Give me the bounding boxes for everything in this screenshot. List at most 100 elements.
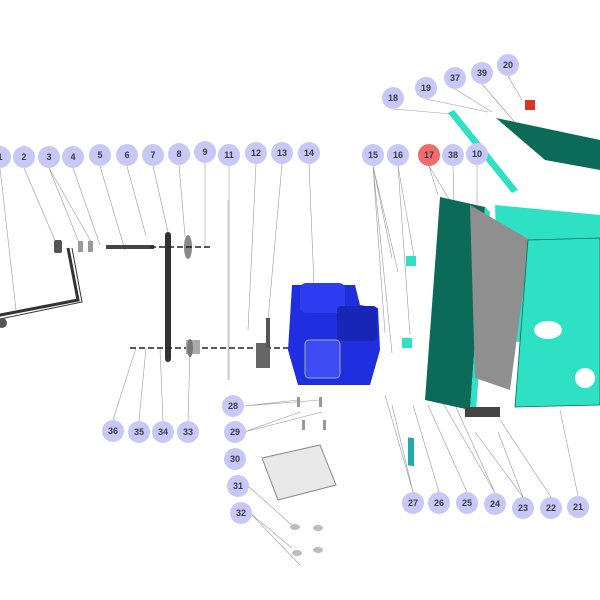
callout-2[interactable]: 2 [13, 146, 35, 168]
callout-1[interactable]: 1 [0, 146, 11, 168]
svg-text:1: 1 [0, 152, 3, 162]
callout-6[interactable]: 6 [116, 144, 138, 166]
feet [290, 524, 323, 556]
callout-25[interactable]: 25 [456, 492, 478, 514]
svg-text:2: 2 [21, 152, 26, 162]
callout-38[interactable]: 38 [442, 144, 464, 166]
svg-text:11: 11 [224, 150, 234, 160]
svg-text:17: 17 [424, 150, 434, 160]
stop-switch [525, 100, 535, 110]
callout-30[interactable]: 30 [224, 448, 246, 470]
svg-text:6: 6 [124, 150, 129, 160]
callout-9[interactable]: 9 [194, 141, 216, 163]
callout-28[interactable]: 28 [222, 395, 244, 417]
svg-text:13: 13 [277, 148, 287, 158]
callout-16[interactable]: 16 [387, 144, 409, 166]
callout-4[interactable]: 4 [62, 146, 84, 168]
svg-text:27: 27 [408, 498, 418, 508]
svg-text:38: 38 [448, 150, 458, 160]
svg-text:28: 28 [228, 401, 238, 411]
bracket [402, 338, 412, 348]
svg-text:22: 22 [546, 503, 556, 513]
svg-text:37: 37 [450, 73, 460, 83]
svg-text:24: 24 [490, 499, 500, 509]
side-panel [425, 197, 485, 410]
washer [88, 241, 93, 252]
callout-17-highlighted[interactable]: 17 [418, 144, 440, 166]
callout-3[interactable]: 3 [38, 146, 60, 168]
svg-text:10: 10 [472, 149, 482, 159]
callout-22[interactable]: 22 [540, 497, 562, 519]
engine-bracket [256, 343, 270, 368]
mount-plate [408, 437, 414, 467]
callout-5[interactable]: 5 [89, 144, 111, 166]
callout-18[interactable]: 18 [382, 87, 404, 109]
callout-35[interactable]: 35 [128, 421, 150, 443]
callout-32[interactable]: 32 [230, 502, 252, 524]
callout-24[interactable]: 24 [484, 493, 506, 515]
svg-text:29: 29 [230, 427, 240, 437]
callout-19[interactable]: 19 [415, 77, 437, 99]
svg-text:8: 8 [176, 149, 181, 159]
callout-36[interactable]: 36 [102, 420, 124, 442]
svg-text:18: 18 [388, 93, 398, 103]
crank-knob [0, 318, 7, 328]
svg-text:19: 19 [421, 83, 431, 93]
svg-text:5: 5 [97, 150, 102, 160]
callout-15[interactable]: 15 [362, 144, 384, 166]
svg-text:4: 4 [70, 152, 75, 162]
callout-34[interactable]: 34 [152, 421, 174, 443]
base-tray [261, 444, 337, 501]
svg-text:30: 30 [230, 454, 240, 464]
svg-text:7: 7 [150, 150, 155, 160]
svg-text:31: 31 [233, 481, 243, 491]
callout-14[interactable]: 14 [298, 142, 320, 164]
cover-hole [575, 368, 595, 388]
callout-37[interactable]: 37 [444, 67, 466, 89]
callout-11[interactable]: 11 [218, 144, 240, 166]
callout-31[interactable]: 31 [227, 475, 249, 497]
callout-12[interactable]: 12 [245, 142, 267, 164]
callout-33[interactable]: 33 [177, 421, 199, 443]
svg-text:33: 33 [183, 427, 193, 437]
svg-text:25: 25 [462, 498, 472, 508]
callout-27[interactable]: 27 [402, 492, 424, 514]
engine-plate [266, 318, 270, 348]
crank-arm [0, 247, 83, 320]
callout-20[interactable]: 20 [497, 54, 519, 76]
svg-text:15: 15 [368, 150, 378, 160]
front-cover [514, 237, 600, 408]
svg-text:21: 21 [573, 502, 583, 512]
engine [288, 283, 380, 385]
svg-text:9: 9 [202, 147, 207, 157]
callout-8[interactable]: 8 [168, 143, 190, 165]
svg-text:14: 14 [304, 148, 314, 158]
callout-10[interactable]: 10 [466, 143, 488, 165]
svg-text:36: 36 [108, 426, 118, 436]
bracket [406, 256, 416, 266]
callout-13[interactable]: 13 [271, 142, 293, 164]
svg-text:39: 39 [477, 68, 487, 78]
bolts [297, 397, 326, 430]
svg-text:20: 20 [503, 60, 513, 70]
callout-7[interactable]: 7 [142, 144, 164, 166]
callout-26[interactable]: 26 [428, 492, 450, 514]
leader-lines [0, 75, 579, 566]
callout-29[interactable]: 29 [224, 421, 246, 443]
cover-hole [534, 321, 562, 339]
callout-39[interactable]: 39 [471, 62, 493, 84]
handle-grip [54, 240, 62, 253]
svg-text:16: 16 [393, 150, 403, 160]
svg-text:26: 26 [434, 498, 444, 508]
svg-text:35: 35 [134, 427, 144, 437]
washer [78, 241, 83, 252]
top-lid [496, 118, 600, 170]
belt [165, 232, 171, 362]
svg-text:23: 23 [518, 503, 528, 513]
svg-text:32: 32 [236, 508, 246, 518]
callout-21[interactable]: 21 [567, 496, 589, 518]
callout-23[interactable]: 23 [512, 497, 534, 519]
upper-shaft [106, 245, 154, 249]
latch [465, 407, 500, 417]
